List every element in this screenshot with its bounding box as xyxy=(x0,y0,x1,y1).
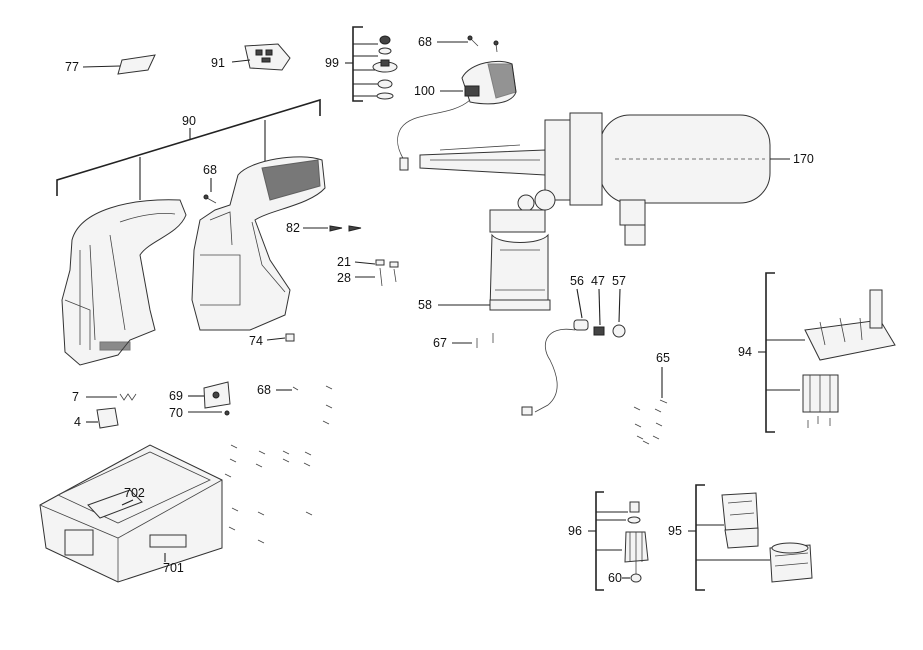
label-68-mid: 68 xyxy=(203,163,217,177)
label-70: 70 xyxy=(169,406,183,420)
label-94: 94 xyxy=(738,345,752,359)
part-70-pin[interactable]: 70 xyxy=(169,406,230,420)
label-58: 58 xyxy=(418,298,432,312)
part-57-nut[interactable]: 57 xyxy=(612,274,626,338)
label-95: 95 xyxy=(668,524,682,538)
part-69-lever[interactable]: 69 xyxy=(169,381,231,409)
part-96-armature[interactable]: 96 60 xyxy=(568,491,649,591)
part-58-base[interactable]: 58 xyxy=(418,233,551,312)
label-7: 7 xyxy=(72,390,79,404)
label-99: 99 xyxy=(325,56,339,70)
label-702: 702 xyxy=(124,486,145,500)
part-56-cable[interactable]: 56 xyxy=(521,274,589,416)
label-65: 65 xyxy=(656,351,670,365)
label-68-lower: 68 xyxy=(257,383,271,397)
part-99-gear-kit[interactable]: 99 xyxy=(325,26,398,102)
label-56: 56 xyxy=(570,274,584,288)
label-67: 67 xyxy=(433,336,447,350)
label-60: 60 xyxy=(608,571,622,585)
part-21-28-fasteners[interactable]: 21 28 xyxy=(337,255,399,287)
label-91: 91 xyxy=(211,56,225,70)
part-90-housing-set[interactable]: 90 xyxy=(56,98,321,200)
part-91-clip[interactable]: 91 xyxy=(211,43,291,71)
part-47-spring[interactable]: 47 xyxy=(591,274,605,336)
part-170-drive-assembly[interactable]: 170 xyxy=(419,112,814,246)
part-67-screws[interactable]: 67 xyxy=(433,333,494,350)
part-68-screws-top[interactable]: 68 xyxy=(418,35,499,53)
part-77-wedge[interactable]: 77 xyxy=(65,54,156,75)
label-69: 69 xyxy=(169,389,183,403)
label-90: 90 xyxy=(182,114,196,128)
part-7-spring[interactable]: 7 xyxy=(72,390,137,404)
part-701-carry-case[interactable]: 702 701 xyxy=(39,444,223,583)
part-100-led-housing[interactable]: 100 xyxy=(397,60,517,171)
part-4-button[interactable]: 4 xyxy=(74,407,119,429)
part-68-screw-mid[interactable]: 68 xyxy=(203,163,217,204)
label-77: 77 xyxy=(65,60,79,74)
label-68-top: 68 xyxy=(418,35,432,49)
part-95-gear-housings[interactable]: 95 xyxy=(668,484,813,591)
label-74: 74 xyxy=(249,334,263,348)
label-57: 57 xyxy=(612,274,626,288)
part-94-electronics[interactable]: 94 xyxy=(738,272,896,433)
label-96: 96 xyxy=(568,524,582,538)
part-65-screws[interactable]: 65 xyxy=(633,351,670,445)
left-housing-half[interactable] xyxy=(61,199,187,366)
label-47: 47 xyxy=(591,274,605,288)
part-82-pins[interactable]: 82 xyxy=(286,221,362,235)
part-68-screws-lower[interactable]: 68 xyxy=(224,383,333,544)
label-100: 100 xyxy=(414,84,435,98)
label-28: 28 xyxy=(337,271,351,285)
label-82: 82 xyxy=(286,221,300,235)
label-701: 701 xyxy=(163,561,184,575)
label-21: 21 xyxy=(337,255,351,269)
label-4: 4 xyxy=(74,415,81,429)
right-housing-half[interactable] xyxy=(191,156,326,331)
label-170: 170 xyxy=(793,152,814,166)
part-74-screw[interactable]: 74 xyxy=(249,333,295,348)
